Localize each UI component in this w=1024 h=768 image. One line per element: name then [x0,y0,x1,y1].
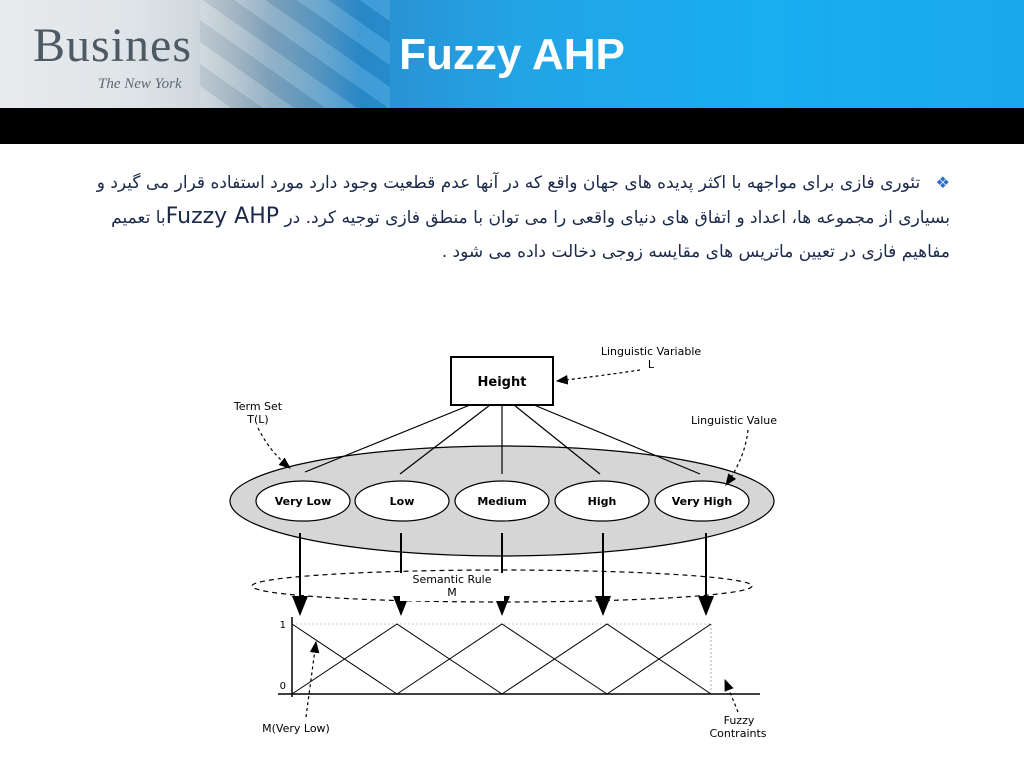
plot-tick-1: 1 [280,620,286,631]
diamond-bullet-icon: ❖ [935,173,950,192]
banner-keyboard-image [200,0,390,108]
paragraph-text-2: با تعمیم مفاهیم فازی در تعیین ماتریس های… [111,208,950,262]
membership-plot: 1 0 [278,617,760,697]
term-connectors [304,404,701,475]
linguistic-value-label: Linguistic Value [691,414,777,427]
semantic-rule-label-bg [400,573,504,601]
paragraph-latin-term: Fuzzy AHP [165,204,280,229]
semantic-rule-label: Semantic Rule [412,573,491,586]
variable-box [450,356,554,406]
banner-newspaper-image [0,0,360,108]
term-very-high: Very High [654,480,750,522]
slide-title: Fuzzy AHP [399,30,625,79]
banner-masthead: Busines [33,19,193,72]
membership-arrow [305,640,320,718]
semantic-rule-symbol: M [447,586,457,599]
term-set-label: Term Set [233,400,283,413]
linguistic-variable-label: Linguistic Variable [601,345,702,358]
term-set-symbol: T(L) [246,413,268,426]
linguistic-variable-arrow [555,369,641,385]
linguistic-variable-symbol: L [648,358,655,371]
body-paragraph: ❖ تئوری فازی برای مواجهه با اکثر پدیده ه… [70,166,950,269]
term-high-label: High [588,495,617,508]
constraints-label: Contraints [709,727,766,740]
term-medium: Medium [454,480,550,522]
semantic-rule-ellipse [251,569,753,603]
term-low-label: Low [390,495,415,508]
linguistic-value-arrow [725,429,749,486]
membership-label: M(Very Low) [262,722,330,735]
banner-masthead-sub: The New York [98,76,182,92]
term-very-low-label: Very Low [275,495,332,508]
term-very-low: Very Low [255,480,351,522]
term-very-high-label: Very High [672,495,732,508]
fuzzy-label: Fuzzy [724,714,755,727]
header-divider-bar [0,108,1024,144]
slide-header: Busines The New York Fuzzy AHP [0,0,1024,108]
plot-tick-0: 0 [280,681,286,692]
term-low: Low [354,480,450,522]
triangular-membership-functions [291,623,712,695]
constraints-arrow [724,678,739,713]
variable-text: Height [478,375,527,390]
paragraph-text-1: تئوری فازی برای مواجهه با اکثر پدیده های… [96,173,950,228]
term-medium-label: Medium [477,495,526,508]
term-high: High [554,480,650,522]
term-set-arrow [257,427,291,469]
